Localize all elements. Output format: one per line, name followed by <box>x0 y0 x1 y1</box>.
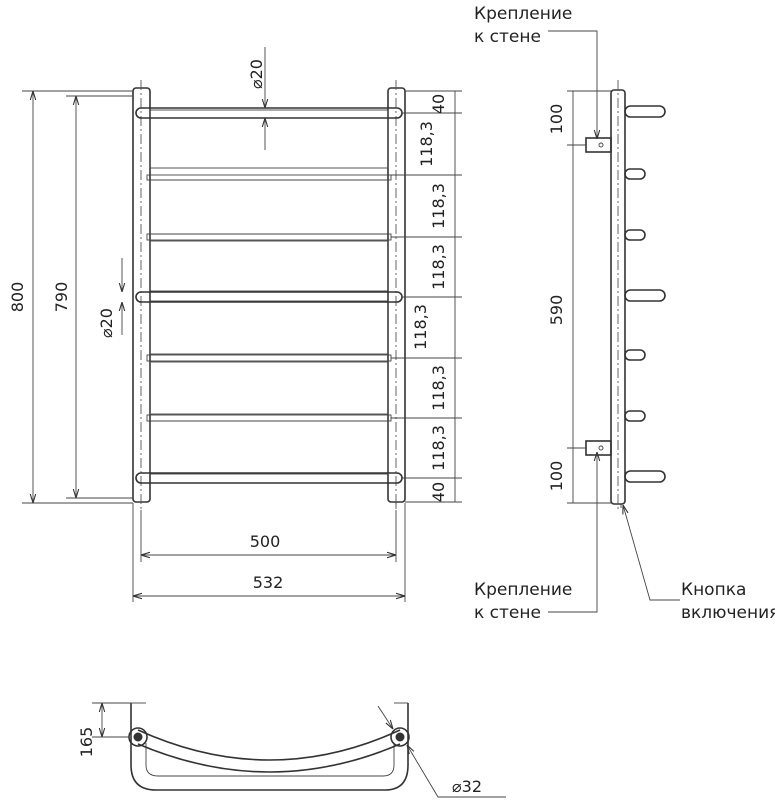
top-view-outer-frame <box>130 703 409 791</box>
rung-spacing-2: 118,3 <box>429 183 448 229</box>
rung-spacing-3: 118,3 <box>429 244 448 290</box>
wall-brackets <box>585 137 612 456</box>
bottom-offset-label: 40 <box>429 482 448 502</box>
rung-spacing-5: 118,3 <box>429 365 448 411</box>
left-post <box>132 87 151 503</box>
bottom-mount-label-line1: Крепление <box>474 580 572 600</box>
side-view: 100 590 100 Крепление к стене Крепление … <box>474 4 775 623</box>
button-label-line2: включения <box>681 603 775 623</box>
top-offset-label: 40 <box>429 94 448 114</box>
rung-spacing-4: 118,3 <box>411 304 430 350</box>
inner-width-label: 500 <box>250 532 281 551</box>
inner-height-label: 790 <box>52 282 71 313</box>
front-view: 800 790 ⌀20 ⌀20 40 118,3 118,3 <box>8 47 462 602</box>
bottom-mount-label-line2: к стене <box>474 603 541 623</box>
top-mount-label-line1: Крепление <box>474 4 572 24</box>
right-post <box>387 87 406 503</box>
overall-height-label: 800 <box>8 282 27 313</box>
depth-label: 165 <box>77 727 96 758</box>
button-label-line1: Кнопка <box>681 580 746 600</box>
side-pipe-diameter-label: ⌀20 <box>97 308 116 338</box>
overall-width-label: 532 <box>253 573 284 592</box>
side-rungs <box>624 105 666 483</box>
top-pipe-diameter-label: ⌀20 <box>247 59 266 89</box>
top-mount-label-line2: к стене <box>474 27 541 47</box>
bracket-spacing-label: 590 <box>547 295 566 326</box>
shelf-bars <box>135 107 403 484</box>
rung-spacing-6: 118,3 <box>429 425 448 471</box>
bottom-bracket-distance-label: 100 <box>547 461 566 492</box>
top-bracket-distance-label: 100 <box>547 104 566 135</box>
pipe-diameter-label: ⌀32 <box>452 777 482 796</box>
rung-dimension-chain: 40 118,3 118,3 118,3 118,3 118,3 118,3 4… <box>391 90 462 503</box>
top-view: 165 ⌀32 <box>77 702 506 798</box>
top-view-right-pipe <box>390 727 410 747</box>
rung-spacing-1: 118,3 <box>417 121 436 167</box>
